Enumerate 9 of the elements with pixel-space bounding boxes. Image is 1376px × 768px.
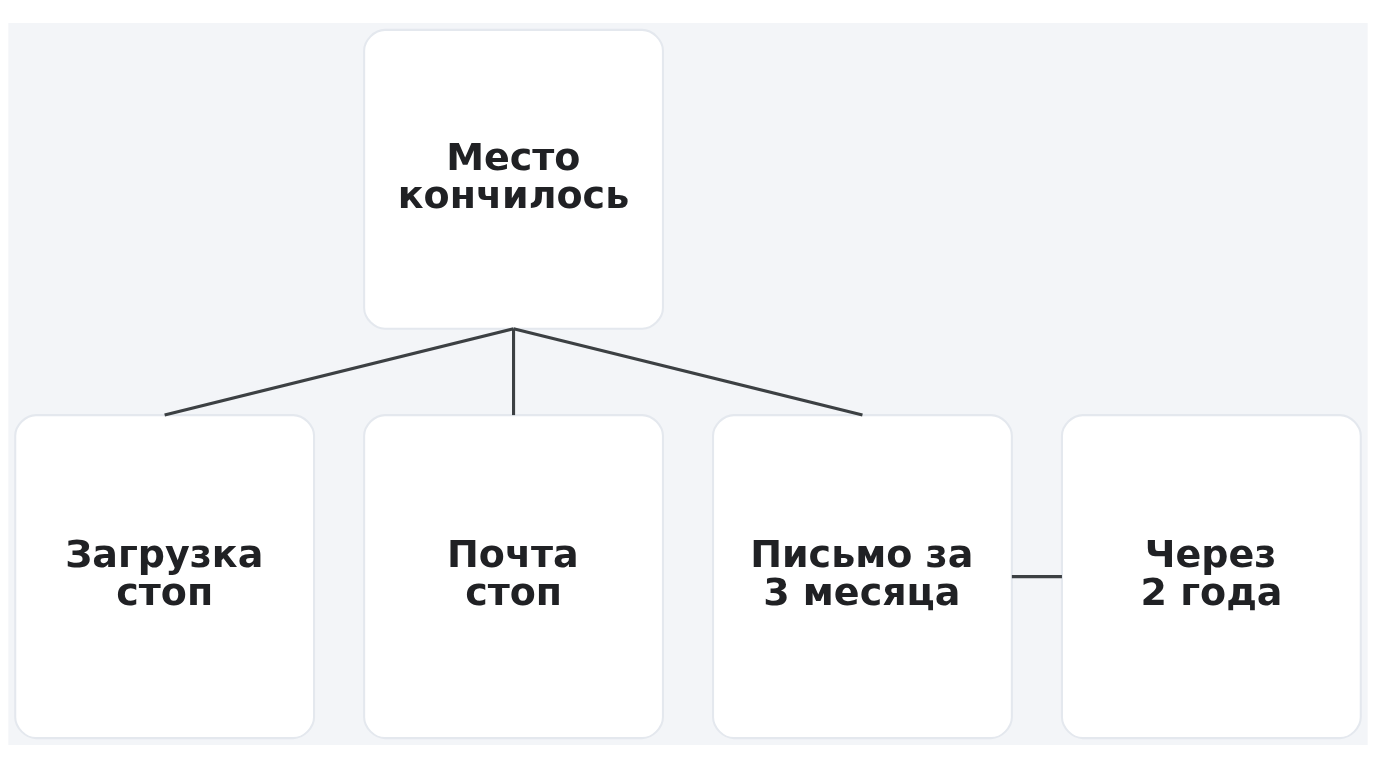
connector bbox=[164, 327, 514, 417]
node-box: Место кончилось bbox=[363, 28, 664, 330]
node-box: Почта стоп bbox=[363, 414, 664, 740]
node-box: Загрузка стоп bbox=[14, 414, 316, 740]
connector bbox=[513, 327, 863, 417]
node-box: Через 2 года bbox=[1060, 414, 1362, 740]
connector bbox=[512, 328, 516, 416]
connector bbox=[1011, 575, 1062, 579]
node-box: Письмо за 3 месяца bbox=[712, 414, 1013, 740]
